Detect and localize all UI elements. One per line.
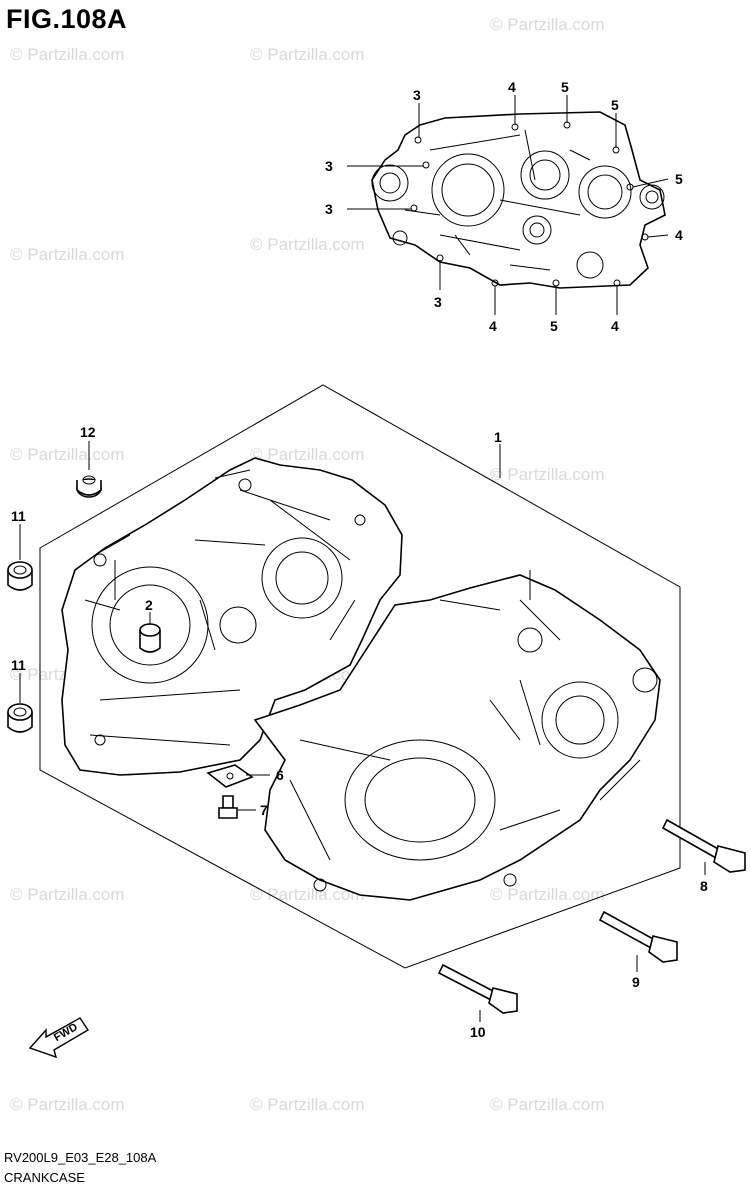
callout-11: 11 [11, 508, 26, 524]
fwd-direction-arrow: FWD [28, 1017, 89, 1059]
watermark: © Partzilla.com [490, 15, 605, 34]
figure-code: RV200L9_E03_E28_108A [4, 1150, 157, 1165]
part-2-bushing [139, 623, 161, 653]
callout-3: 3 [325, 201, 333, 217]
watermark: © Partzilla.com [10, 1095, 125, 1114]
callout-5: 5 [550, 318, 558, 334]
callout-4: 4 [611, 318, 619, 334]
callout-4: 4 [508, 79, 516, 95]
watermark: © Partzilla.com [490, 885, 605, 904]
callout-11: 11 [11, 657, 26, 673]
callout-2: 2 [145, 597, 153, 613]
watermark: © Partzilla.com [250, 235, 365, 254]
left-crankcase-half [61, 457, 403, 776]
part-6-plate [206, 764, 254, 788]
crankcase-exploded-view: FWD 1 12 11 2 11 6 7 8 9 10 [7, 384, 746, 1059]
callout-12: 12 [80, 424, 96, 440]
watermark: © Partzilla.com [250, 45, 365, 64]
callout-3: 3 [434, 294, 442, 310]
part-7-screw [218, 795, 238, 819]
callout-5: 5 [611, 97, 619, 113]
crankcase-assembly-frame [39, 384, 681, 969]
callout-4: 4 [675, 227, 683, 243]
part-12-nut [76, 475, 102, 498]
right-crankcase-half [253, 570, 661, 901]
watermark: © Partzilla.com [250, 445, 365, 464]
watermark: © Partzilla.com [10, 245, 125, 264]
watermark: © Partzilla.com [10, 45, 125, 64]
callout-9: 9 [632, 974, 640, 990]
callout-1: 1 [494, 429, 502, 445]
part-10-bolt [437, 963, 518, 1014]
figure-name: CRANKCASE [4, 1170, 85, 1185]
callout-7: 7 [260, 802, 268, 818]
callout-3: 3 [413, 87, 421, 103]
watermark: © Partzilla.com [490, 465, 605, 484]
crankcase-bolt-layout-view: 3 4 5 5 3 5 3 4 3 4 5 4 [325, 79, 683, 334]
callout-8: 8 [700, 878, 708, 894]
part-8-bolt [661, 818, 746, 873]
figure-title: FIG.108A [6, 4, 128, 34]
watermark: © Partzilla.com [490, 1095, 605, 1114]
part-9-bolt [598, 910, 678, 963]
part-11-dowel-pin-upper [7, 561, 33, 591]
part-11-dowel-pin-lower [7, 703, 33, 733]
callout-10: 10 [470, 1024, 486, 1040]
watermark: © Partzilla.com [10, 445, 125, 464]
watermark: © Partzilla.com [10, 885, 125, 904]
callout-5: 5 [675, 171, 683, 187]
watermark: © Partzilla.com [250, 1095, 365, 1114]
callout-3: 3 [325, 158, 333, 174]
callout-4: 4 [489, 318, 497, 334]
callout-5: 5 [561, 79, 569, 95]
callout-6: 6 [276, 767, 284, 783]
